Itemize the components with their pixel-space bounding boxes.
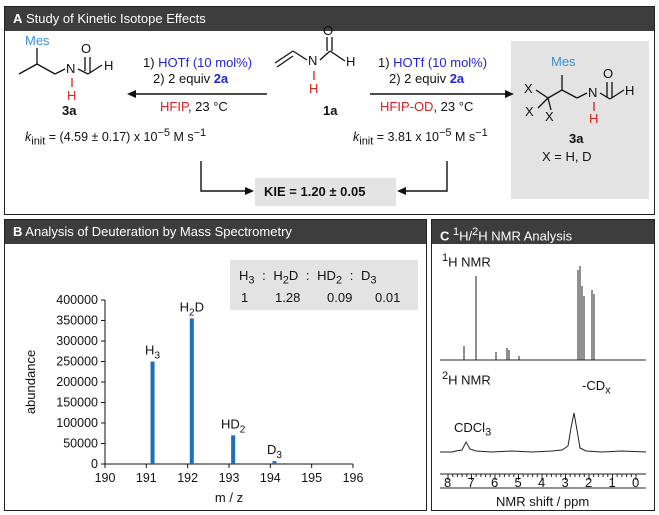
- panel-b-header: B Analysis of Deuteration by Mass Spectr…: [5, 220, 426, 244]
- right-product-x1: X: [524, 81, 533, 96]
- panel-c-title: H NMR Analysis: [478, 228, 573, 244]
- kie-value: KIE = 1.20 ± 0.05: [264, 184, 366, 199]
- cond-left-solvent: HFIP, 23 °C: [160, 99, 228, 114]
- right-product-h-cho: H: [625, 83, 635, 98]
- peak-bar: [272, 461, 277, 464]
- nmr-xlabel: NMR shift / ppm: [496, 494, 590, 509]
- right-product-x2: X: [525, 104, 534, 119]
- cdcl3-label: CDCl3: [454, 420, 492, 439]
- left-product-n: N: [66, 61, 76, 76]
- x-tick-label: 191: [136, 471, 157, 485]
- panel-b-title: Analysis of Deuteration by Mass Spectrom…: [25, 224, 292, 239]
- cond-right-step1: 1) HOTf (10 mol%): [378, 55, 488, 70]
- peak-label: H3: [145, 343, 160, 362]
- right-product-box: [511, 41, 649, 199]
- left-product-o: O: [81, 41, 92, 56]
- y-tick-label: 400000: [56, 293, 98, 307]
- cond-right-solvent: HFIP-OD, 23 °C: [380, 99, 474, 114]
- left-product-label: 3a: [62, 103, 77, 118]
- ratio-header: H3 : H2D : HD2 : D3: [239, 268, 377, 287]
- y-tick-label: 150000: [56, 396, 98, 410]
- panel-c: C 1H/2H NMR Analysis 1H NMR 2H NMR CDCl3…: [431, 219, 655, 511]
- ratio-val-2: 0.09: [327, 290, 353, 305]
- h-nmr-label: 1H NMR: [442, 252, 491, 270]
- ratio-val-3: 0.01: [375, 290, 401, 305]
- x-tick-label: 192: [177, 471, 198, 485]
- nmr-tick-label: 3: [561, 475, 569, 490]
- ratio-val-1: 1.28: [275, 290, 301, 305]
- panel-a-title: Study of Kinetic Isotope Effects: [26, 11, 206, 26]
- cdx-label: -CDx: [582, 378, 611, 397]
- sm-h-cho: H: [346, 54, 356, 69]
- left-product-mes: Mes: [25, 33, 50, 48]
- right-product-h-nh: H: [589, 111, 599, 126]
- peak-label: D3: [267, 442, 282, 461]
- k-right: kinit = 3.81 x 10−5 M s−1: [353, 127, 488, 148]
- panel-b-letter: B: [13, 224, 23, 239]
- mass-spectrum-chart: 0 50000 100000 150000 200000 250000 300000 3500…: [23, 293, 364, 505]
- sm-n: N: [308, 53, 318, 68]
- right-product-x-def: X = H, D: [542, 149, 592, 164]
- nmr-tick-label: 6: [491, 475, 499, 490]
- x-tick-label: 190: [95, 471, 116, 485]
- d-nmr-label: 2H NMR: [442, 370, 491, 388]
- x-tick-label: 194: [260, 471, 281, 485]
- sm-h-nh: H: [309, 81, 319, 96]
- nmr-tick-label: 2: [585, 475, 593, 490]
- left-product-h-cho: H: [104, 58, 114, 73]
- peak-bar: [189, 318, 194, 464]
- ratio-header-h2d: H2D: [273, 268, 299, 287]
- right-product-o: O: [603, 66, 614, 81]
- panel-a: A Study of Kinetic Isotope Effects: [4, 6, 655, 215]
- nmr-tick-label: 1: [608, 475, 616, 490]
- nmr-tick-label: 8: [444, 475, 452, 490]
- sm-o: O: [323, 23, 334, 38]
- panel-a-letter: A: [13, 11, 23, 26]
- y-tick-label: 250000: [56, 355, 98, 369]
- right-product-mes: Mes: [551, 54, 576, 69]
- peak-bar: [150, 361, 155, 464]
- k-left: kinit = (4.59 ± 0.17) x 10−5 M s−1: [25, 127, 207, 148]
- y-tick-label: 50000: [63, 437, 98, 451]
- y-tick-label: 200000: [56, 375, 98, 389]
- right-product-n: N: [588, 85, 598, 100]
- x-tick-label: 193: [219, 471, 240, 485]
- cond-right-step2: 2) 2 equiv 2a: [389, 71, 465, 86]
- nmr-tick-label: 4: [538, 475, 546, 490]
- panel-c-letter: C: [440, 228, 450, 244]
- x-tick-label: 195: [301, 471, 322, 485]
- y-tick-label: 300000: [56, 334, 98, 348]
- ratio-table: [230, 260, 418, 310]
- left-product-h-nh: H: [67, 88, 77, 103]
- y-tick-label: 350000: [56, 314, 98, 328]
- y-tick-label: 0: [91, 457, 98, 471]
- peak-bar: [231, 435, 236, 464]
- ratio-val-0: 1: [241, 290, 249, 305]
- nmr-tick-label: 5: [514, 475, 522, 490]
- peak-label: H2D: [180, 299, 204, 318]
- y-tick-label: 100000: [56, 416, 98, 430]
- nmr-spectra: [440, 266, 647, 489]
- kie-box: [255, 178, 396, 206]
- y-axis-label: abundance: [23, 350, 38, 414]
- ratio-header-h3: H3: [239, 268, 255, 287]
- ratio-header-d3: D3: [360, 268, 377, 287]
- nmr-tick-label: 7: [467, 475, 475, 490]
- nmr-tick-label: 0: [632, 475, 640, 490]
- panel-b: B Analysis of Deuteration by Mass Spectr…: [4, 219, 427, 511]
- x-tick-label: 196: [343, 471, 364, 485]
- panel-a-header: A Study of Kinetic Isotope Effects: [5, 7, 654, 31]
- peak-label: HD2: [221, 416, 246, 435]
- scheme-bonds: [18, 37, 625, 195]
- x-axis-label: m / z: [215, 490, 243, 505]
- cond-left-step2: 2) 2 equiv 2a: [153, 71, 229, 86]
- cond-left-step1: 1) HOTf (10 mol%): [143, 55, 253, 70]
- right-product-x3: X: [545, 109, 554, 124]
- ratio-header-hd2: HD2: [317, 268, 343, 287]
- panel-c-header: C 1H/2H NMR Analysis: [432, 220, 654, 244]
- sm-label: 1a: [323, 103, 338, 118]
- right-product-label: 3a: [569, 131, 584, 146]
